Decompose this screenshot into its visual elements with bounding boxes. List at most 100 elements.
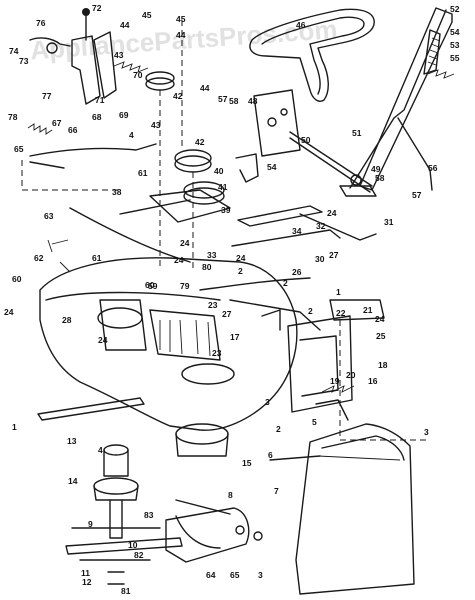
callout-label: 55: [450, 53, 460, 63]
callout-label: 46: [296, 20, 306, 30]
callout-label: 57: [412, 190, 422, 200]
callout-label: 32: [316, 221, 326, 231]
callout-label: 45: [142, 10, 152, 20]
callout-label: 56: [428, 163, 438, 173]
callout-label: 50: [301, 135, 311, 145]
callout-label: 21: [363, 305, 373, 315]
callout-label: 51: [352, 128, 362, 138]
callout-label: 24: [236, 253, 246, 263]
callout-label: 22: [336, 308, 346, 318]
callout-label: 44: [120, 20, 130, 30]
callout-label: 18: [378, 360, 388, 370]
callout-label: 81: [121, 586, 131, 596]
callout-label: 9: [88, 519, 93, 529]
callout-label: 24: [180, 238, 190, 248]
callout-label: 53: [450, 40, 460, 50]
callout-label: 3: [265, 397, 270, 407]
callout-label: 70: [133, 70, 143, 80]
callout-label: 20: [346, 370, 356, 380]
callout-label: 30: [315, 254, 325, 264]
callout-label: 10: [128, 540, 138, 550]
callout-label: 43: [114, 50, 124, 60]
callout-label: 2: [276, 424, 281, 434]
callout-label: 23: [208, 300, 218, 310]
callout-label: 2: [283, 278, 288, 288]
callout-label: 24: [98, 335, 108, 345]
callout-label: 74: [9, 46, 19, 56]
left-linkage: [21, 8, 157, 191]
callout-label: 63: [44, 211, 54, 221]
callout-label: 8: [228, 490, 233, 500]
callout-label: 73: [19, 56, 29, 66]
callout-label: 14: [68, 476, 78, 486]
callout-label: 61: [138, 168, 148, 178]
callout-label: 2: [308, 306, 313, 316]
callout-label: 58: [229, 96, 239, 106]
callout-label: 25: [376, 331, 386, 341]
callout-label: 78: [8, 112, 18, 122]
callout-label: 4: [129, 130, 134, 140]
callout-label: 77: [42, 91, 52, 101]
lift-shaft: [235, 89, 373, 193]
callout-label: 52: [450, 4, 460, 14]
callout-label: 34: [292, 226, 302, 236]
callout-label: 64: [206, 570, 216, 580]
callout-label: 76: [36, 18, 46, 28]
callout-label: 58: [375, 173, 385, 183]
callout-label: 24: [327, 208, 337, 218]
callout-label: 45: [176, 14, 186, 24]
mower-deck: [39, 257, 321, 431]
callout-label: 3: [258, 570, 263, 580]
callout-label: 13: [67, 436, 77, 446]
callout-label: 24: [174, 255, 184, 265]
callout-label: 43: [151, 120, 161, 130]
callout-labels: 72 76 74 73 77 71 44 45 45 44 43 70 69 4…: [4, 3, 460, 596]
callout-label: 7: [274, 486, 279, 496]
callout-label: 67: [52, 118, 62, 128]
callout-label: 44: [200, 83, 210, 93]
callout-label: 16: [368, 376, 378, 386]
callout-label: 54: [267, 162, 277, 172]
callout-label: 4: [98, 445, 103, 455]
callout-label: 79: [180, 281, 190, 291]
callout-label: 2: [238, 266, 243, 276]
callout-label: 24: [375, 314, 385, 324]
callout-label: 42: [173, 91, 183, 101]
blade-spindle: [37, 397, 229, 585]
callout-label: 48: [248, 96, 258, 106]
callout-label: 59: [148, 281, 158, 291]
callout-label: 72: [92, 3, 102, 13]
callout-label: 54: [450, 27, 460, 37]
callout-label: 15: [242, 458, 252, 468]
callout-label: 83: [144, 510, 154, 520]
callout-label: 68: [92, 112, 102, 122]
callout-label: 27: [329, 250, 339, 260]
callout-label: 17: [230, 332, 240, 342]
callout-label: 31: [384, 217, 394, 227]
callout-label: 44: [176, 30, 186, 40]
callout-label: 38: [112, 187, 122, 197]
callout-label: 41: [218, 182, 228, 192]
callout-label: 1: [12, 422, 17, 432]
callout-label: 65: [230, 570, 240, 580]
callout-label: 11: [81, 568, 90, 578]
center-pulleys: [119, 20, 231, 270]
callout-label: 42: [195, 137, 205, 147]
callout-label: 57: [218, 94, 228, 104]
callout-label: 33: [207, 250, 217, 260]
callout-label: 82: [134, 550, 144, 560]
deck-hanger: [165, 499, 263, 563]
callout-label: 19: [330, 376, 340, 386]
discharge-deflector: [295, 423, 415, 595]
callout-label: 71: [95, 95, 105, 105]
callout-label: 26: [292, 267, 302, 277]
callout-label: 39: [221, 205, 231, 215]
callout-label: 1: [336, 287, 341, 297]
callout-label: 66: [68, 125, 78, 135]
drive-belt: [249, 8, 375, 102]
callout-label: 3: [424, 427, 429, 437]
callout-label: 6: [268, 450, 273, 460]
callout-label: 60: [12, 274, 22, 284]
callout-label: 61: [92, 253, 102, 263]
